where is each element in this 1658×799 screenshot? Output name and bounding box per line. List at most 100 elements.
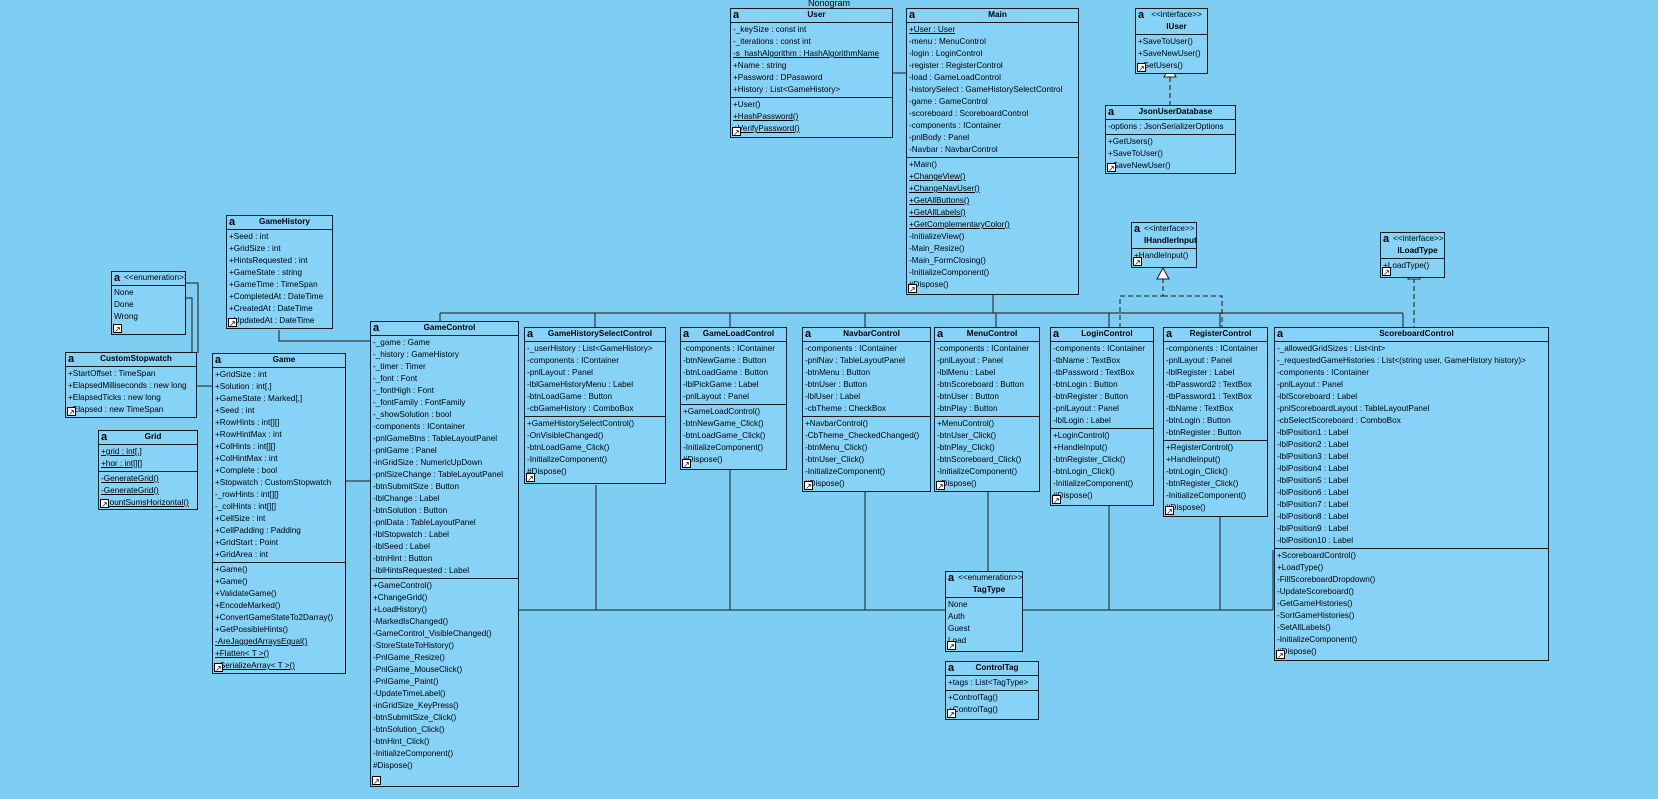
link-arrow-icon[interactable]: ↗ xyxy=(1133,257,1142,267)
class-name: ScoreboardControl xyxy=(1379,329,1454,338)
attribute-row: +Seed : int xyxy=(215,406,255,415)
attribute-row: +History : List<GameHistory> xyxy=(733,85,841,94)
link-arrow-icon[interactable]: ↗ xyxy=(1137,63,1146,73)
link-arrow-icon[interactable]: ↗ xyxy=(947,641,956,651)
operation-row: -btnRegister_Click() xyxy=(1166,479,1239,488)
operation-row: -btnSubmitSize_Click() xyxy=(373,713,457,722)
link-arrow-icon[interactable]: ↗ xyxy=(100,499,109,509)
operation-row: +SaveNewUser() xyxy=(1138,49,1201,58)
link-arrow-icon[interactable]: ↗ xyxy=(526,473,535,483)
attribute-row: +GridArea : int xyxy=(215,550,269,559)
attribute-row: -Navbar : NavbarControl xyxy=(909,145,998,154)
link-arrow-icon[interactable]: ↗ xyxy=(113,324,122,334)
operation-row: +LoadHistory() xyxy=(373,605,427,614)
class-kind-icon: a xyxy=(1166,328,1173,340)
attribute-row: -lblPosition4 : Label xyxy=(1277,464,1349,473)
attribute-row: +Complete : bool xyxy=(215,466,278,475)
attribute-row: -pnlLayout : Panel xyxy=(1277,380,1343,389)
attribute-row: -_keySize : const int xyxy=(733,25,807,34)
operation-row: #Dispose() xyxy=(805,479,845,488)
operation-row: +GetUsers() xyxy=(1108,137,1153,146)
attribute-row: -_font : Font xyxy=(373,374,418,383)
operation-row: +VerifyPassword() xyxy=(733,124,800,133)
class-kind-icon: a xyxy=(683,328,690,340)
attribute-row: -btnSolution : Button xyxy=(373,506,448,515)
interface-ihandlerinput[interactable]: a<<interface>>IHandlerInput+HandleInput(… xyxy=(1131,222,1197,268)
class-kind-icon: a xyxy=(1138,9,1145,21)
attribute-row: +User : User xyxy=(909,25,956,34)
attribute-row: +CellPadding : Padding xyxy=(215,526,301,535)
operations-section: +Main()+ChangeView()+ChangeNavUser()+Get… xyxy=(907,157,1078,292)
link-arrow-icon[interactable]: ↗ xyxy=(732,127,741,137)
link-arrow-icon[interactable]: ↗ xyxy=(947,709,956,719)
link-arrow-icon[interactable]: ↗ xyxy=(804,481,813,491)
attribute-row: -btnLogin : Button xyxy=(1166,416,1231,425)
link-arrow-icon[interactable]: ↗ xyxy=(936,481,945,491)
class-name: Main xyxy=(988,10,1007,19)
attribute-row: +grid : int[,] xyxy=(101,447,142,456)
operations-section: +SaveToUser()+SaveNewUser()+GetUsers() xyxy=(1136,35,1207,73)
link-arrow-icon[interactable]: ↗ xyxy=(1382,267,1391,277)
interface-iuser[interactable]: a<<interface>>IUser+SaveToUser()+SaveNew… xyxy=(1135,8,1208,74)
attribute-row: -lblSeed : Label xyxy=(373,542,430,551)
link-arrow-icon[interactable]: ↗ xyxy=(67,407,76,417)
operation-row: +HandleInput() xyxy=(1053,443,1108,452)
link-arrow-icon[interactable]: ↗ xyxy=(1276,650,1285,660)
attribute-row: -menu : MenuControl xyxy=(909,37,986,46)
link-arrow-icon[interactable]: ↗ xyxy=(228,318,237,328)
attribute-row: -components : IContainer xyxy=(527,356,619,365)
operation-row: +Game() xyxy=(215,577,248,586)
attribute-row: +RowHintMax : int xyxy=(215,430,282,439)
link-arrow-icon[interactable]: ↗ xyxy=(214,663,223,673)
operation-row: +ScoreboardControl() xyxy=(1277,551,1356,560)
link-arrow-icon[interactable]: ↗ xyxy=(1165,506,1174,516)
interface-iloadtype[interactable]: a<<interface>>ILoadType+LoadType()↗ xyxy=(1380,232,1445,278)
attributes-section: +Seed : int+GridSize : int+HintsRequeste… xyxy=(227,230,332,328)
attribute-row: -pnlGame : Panel xyxy=(373,446,437,455)
link-arrow-icon[interactable]: ↗ xyxy=(682,459,691,469)
class-name: GameHistorySelectControl xyxy=(547,329,653,338)
attribute-row: -_fontHigh : Font xyxy=(373,386,434,395)
class-kind-icon: a xyxy=(101,431,108,443)
attribute-row: -_allowedGridSizes : List<int> xyxy=(1277,344,1386,353)
link-arrow-icon[interactable]: ↗ xyxy=(1052,495,1061,505)
operation-row: -btnLoadGame_Click() xyxy=(683,431,766,440)
attribute-row: -lblRegister : Label xyxy=(1166,368,1235,377)
operation-row: -CbTheme_CheckedChanged() xyxy=(805,431,920,440)
link-arrow-icon[interactable]: ↗ xyxy=(1107,163,1116,173)
attribute-row: -lblChange : Label xyxy=(373,494,440,503)
attribute-row: -pnlGameBtns : TableLayoutPanel xyxy=(373,434,498,443)
attribute-row: -_showSolution : bool xyxy=(373,410,452,419)
operation-row: +EncodeMarked() xyxy=(215,601,281,610)
attribute-row: +ColHints : int[][] xyxy=(215,442,276,451)
operation-row: +GameHistorySelectControl() xyxy=(527,419,635,428)
operation-row: +LoadType() xyxy=(1383,261,1430,270)
link-arrow-icon[interactable]: ↗ xyxy=(372,776,381,786)
operation-row: #Dispose() xyxy=(1166,503,1206,512)
link-arrow-icon[interactable]: ↗ xyxy=(908,284,917,294)
attribute-row: -_history : GameHistory xyxy=(373,350,459,359)
class-name: GameControl xyxy=(423,323,476,332)
attribute-row: +Elapsed : new TimeSpan xyxy=(68,405,164,414)
